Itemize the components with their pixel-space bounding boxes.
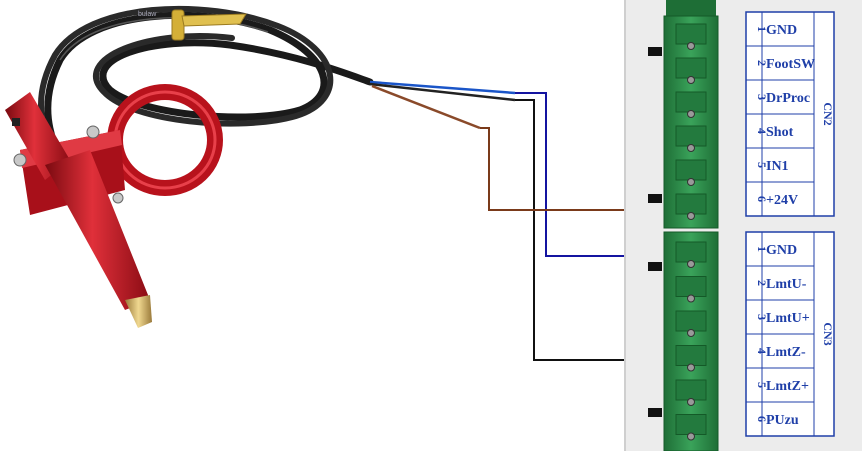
pin-number: 2 — [755, 280, 769, 286]
terminal-slot — [675, 379, 707, 401]
terminal-screw — [687, 363, 695, 372]
pin-number: 1 — [755, 26, 769, 32]
pin-number: 6 — [755, 416, 769, 422]
terminal-slot — [675, 91, 707, 113]
pin-label: +24V — [766, 193, 798, 208]
pin-label: FootSW — [766, 57, 815, 72]
pin-number: 4 — [755, 128, 769, 134]
terminal-screw — [687, 144, 695, 152]
terminal-block-cn2 — [663, 0, 719, 229]
pin-label: GND — [766, 23, 797, 38]
pin-label: Shot — [766, 125, 794, 140]
blue-wire — [515, 92, 697, 257]
brown-wire — [480, 127, 697, 211]
pin-number: 1 — [755, 246, 769, 252]
terminal-screw — [687, 76, 695, 84]
cn3-connector-name: CN3 — [821, 322, 835, 345]
terminal-slot — [675, 57, 707, 79]
terminal-screw — [687, 398, 695, 406]
terminal-slot — [675, 193, 707, 215]
terminal-screw — [687, 42, 695, 50]
terminal-screw — [687, 294, 695, 303]
pin-label: LmtU+ — [766, 311, 810, 326]
terminal-screw — [687, 432, 695, 441]
pin-number: 3 — [755, 314, 769, 320]
pin-label: IN1 — [766, 159, 789, 174]
terminal-slot — [675, 276, 707, 297]
terminal-screw — [687, 110, 695, 118]
pin-number: 3 — [755, 94, 769, 100]
pin-label: LmtZ+ — [766, 379, 809, 394]
sensor-probe — [5, 84, 223, 328]
pin-label: DrProc — [766, 91, 810, 106]
sensor-cable: bulaw — [37, 5, 374, 209]
terminal-slot — [675, 345, 707, 366]
terminal-screw — [687, 178, 695, 186]
pin-number: 2 — [755, 60, 769, 66]
terminal-slot — [675, 414, 707, 435]
terminal-screw — [687, 212, 695, 220]
terminal-slot — [675, 241, 707, 263]
terminal-screw — [687, 329, 695, 337]
wiring-lines — [480, 92, 697, 361]
pin-number: 5 — [755, 382, 769, 388]
black-wire — [515, 99, 697, 361]
pin-label: LmtU- — [766, 277, 807, 292]
terminal-slot — [675, 23, 707, 45]
terminal-slot — [675, 310, 707, 332]
pin-number: 4 — [755, 348, 769, 354]
cable-brand-text: bulaw — [138, 11, 157, 18]
pin-number: 6 — [755, 196, 769, 202]
pin-label: LmtZ- — [766, 345, 806, 360]
cable-wire-ends — [369, 80, 516, 130]
terminal-slot — [675, 125, 707, 147]
pin-label: GND — [766, 243, 797, 258]
terminal-screws — [675, 23, 707, 441]
cn2-connector-name: CN2 — [821, 102, 835, 125]
terminal-screw — [687, 260, 695, 268]
terminal-slot — [675, 159, 707, 181]
pin-number: 5 — [755, 162, 769, 168]
pin-label: PUzu — [766, 413, 799, 428]
